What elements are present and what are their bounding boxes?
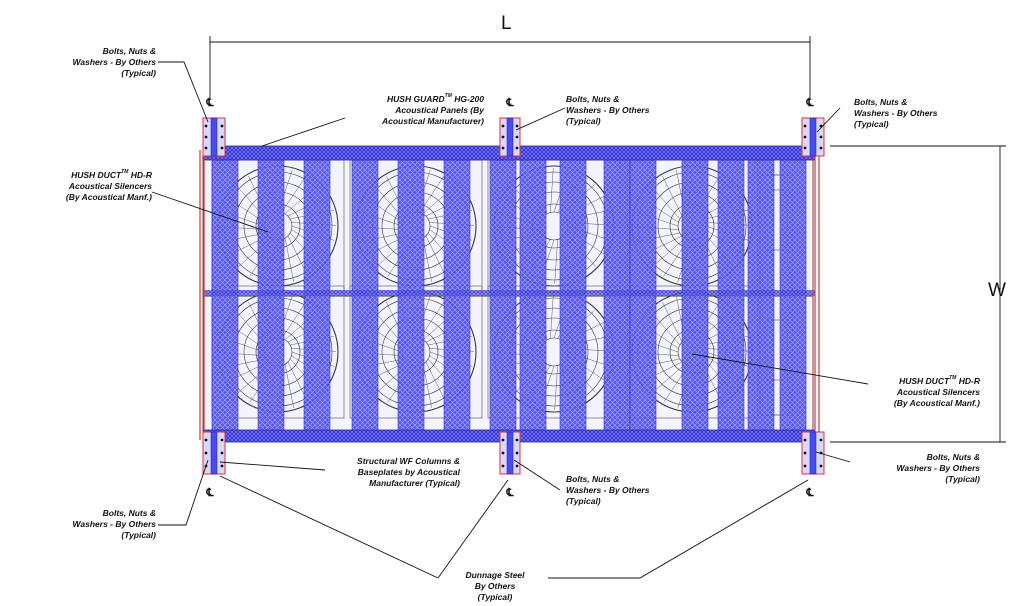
bolt-hole bbox=[515, 438, 519, 442]
column-post bbox=[202, 431, 226, 475]
mid-panel bbox=[203, 290, 815, 296]
silencer-strips bbox=[203, 149, 815, 441]
bolt-hole bbox=[220, 451, 224, 455]
centerline-symbol: ℄ bbox=[805, 97, 814, 109]
note-dunnage-steel: Dunnage Steel By Others (Typical) bbox=[465, 570, 525, 602]
note-hush-guard: HUSH GUARDTM HG-200 Acoustical Panels (B… bbox=[381, 93, 484, 127]
bolt-hole bbox=[515, 464, 519, 468]
column-post bbox=[499, 117, 521, 157]
bolt-hole bbox=[515, 451, 519, 455]
bolt-hole bbox=[819, 438, 823, 442]
bolt-hole bbox=[204, 124, 208, 128]
bolt-hole bbox=[501, 451, 505, 455]
note-bolts-bottom-mid: Bolts, Nuts & Washers - By Others (Typic… bbox=[566, 474, 650, 506]
column-post bbox=[801, 117, 825, 157]
bolt-hole bbox=[204, 438, 208, 442]
bolt-hole bbox=[803, 451, 807, 455]
bolt-hole bbox=[220, 464, 224, 468]
width-dimension bbox=[830, 145, 1006, 443]
bolt-hole bbox=[803, 464, 807, 468]
bolt-hole bbox=[515, 146, 519, 150]
length-label: L bbox=[501, 13, 512, 34]
bolt-hole bbox=[501, 464, 505, 468]
centerline-symbol: ℄ bbox=[205, 487, 214, 499]
bolt-hole bbox=[204, 135, 208, 139]
bolt-hole bbox=[803, 146, 807, 150]
bolt-hole bbox=[204, 146, 208, 150]
note-bolts-bottom-right: Bolts, Nuts & Washers - By Others (Typic… bbox=[896, 452, 980, 484]
note-hush-duct-left: HUSH DUCTTM HD-R Acoustical Silencers (B… bbox=[65, 169, 152, 203]
centerline-marks: ℄ ℄ ℄ ℄ ℄ ℄ bbox=[205, 97, 814, 499]
note-structural-wf: Structural WF Columns & Baseplates by Ac… bbox=[357, 456, 460, 488]
bolt-hole bbox=[220, 146, 224, 150]
column-post bbox=[202, 117, 226, 157]
leader-lines bbox=[151, 61, 869, 579]
width-label: W bbox=[988, 280, 1006, 301]
bolt-hole bbox=[819, 135, 823, 139]
bolt-hole bbox=[819, 146, 823, 150]
bolt-hole bbox=[220, 135, 224, 139]
bolt-hole bbox=[515, 135, 519, 139]
centerline-symbol: ℄ bbox=[505, 97, 514, 109]
length-dimension bbox=[209, 36, 811, 98]
bolt-hole bbox=[819, 464, 823, 468]
note-bolts-top-right: Bolts, Nuts & Washers - By Others (Typic… bbox=[854, 97, 938, 129]
bolt-hole bbox=[515, 124, 519, 128]
centerline-symbol: ℄ bbox=[805, 487, 814, 499]
note-bolts-bottom-left: Bolts, Nuts & Washers - By Others (Typic… bbox=[72, 508, 156, 540]
column-posts bbox=[202, 117, 825, 475]
bolt-hole bbox=[501, 124, 505, 128]
bolt-hole bbox=[803, 135, 807, 139]
note-hush-duct-right: HUSH DUCTTM HD-R Acoustical Silencers (B… bbox=[893, 375, 980, 409]
column-post bbox=[499, 431, 521, 475]
note-bolts-top-left: Bolts, Nuts & Washers - By Others (Typic… bbox=[72, 46, 156, 78]
bolt-hole bbox=[803, 124, 807, 128]
centerline-symbol: ℄ bbox=[205, 97, 214, 109]
bolt-hole bbox=[501, 135, 505, 139]
bolt-hole bbox=[220, 124, 224, 128]
bolt-hole bbox=[501, 146, 505, 150]
column-post bbox=[801, 431, 825, 475]
bolt-hole bbox=[220, 438, 224, 442]
bolt-hole bbox=[803, 438, 807, 442]
centerline-symbol: ℄ bbox=[505, 487, 514, 499]
note-bolts-top-mid: Bolts, Nuts & Washers - By Others (Typic… bbox=[566, 94, 650, 126]
bolt-hole bbox=[204, 451, 208, 455]
bolt-hole bbox=[501, 438, 505, 442]
side-steel bbox=[199, 150, 820, 440]
